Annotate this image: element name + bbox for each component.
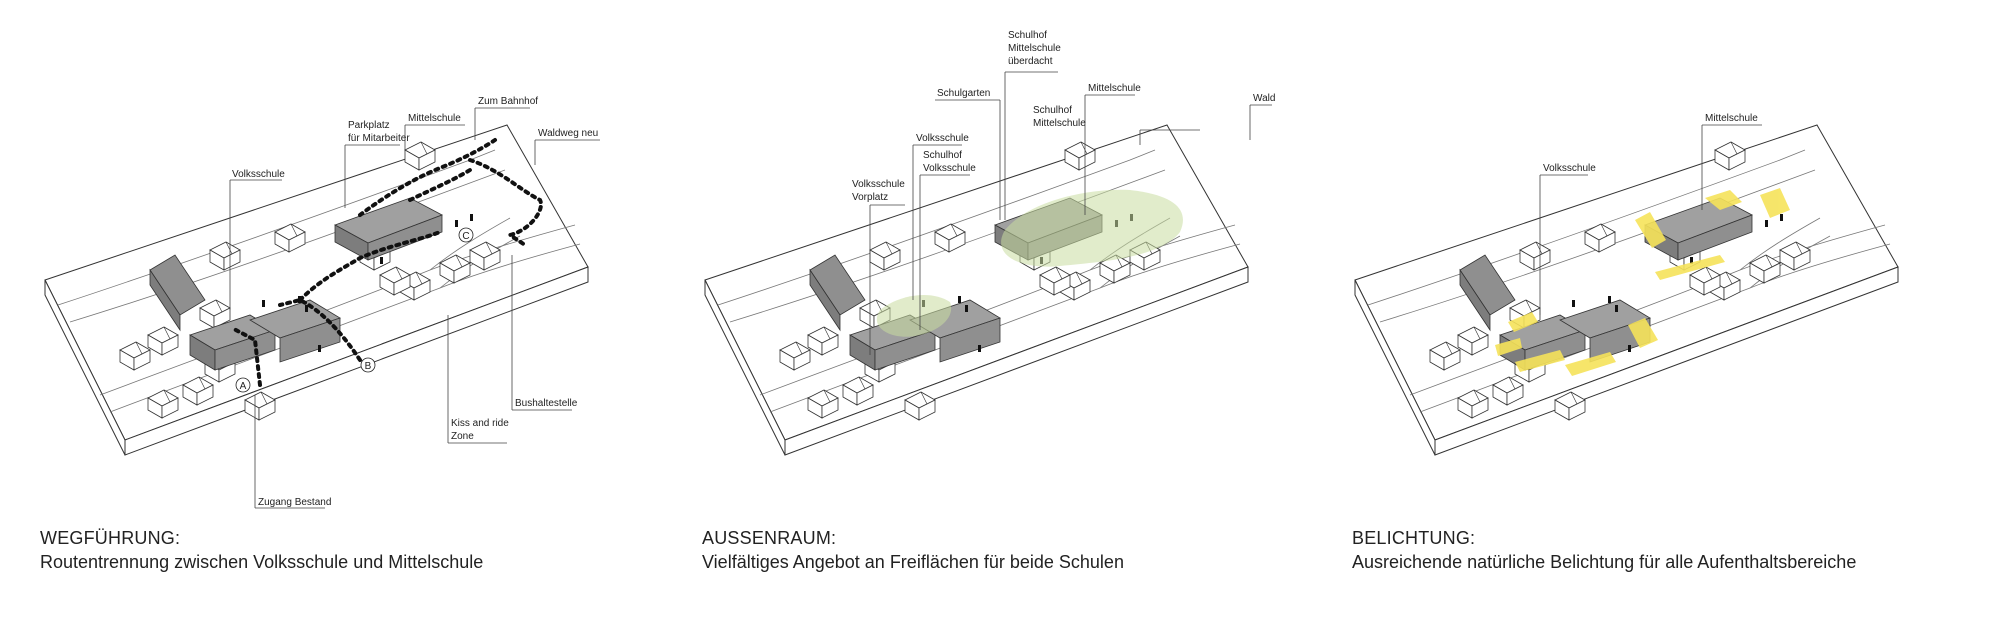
site-model-3	[1355, 125, 1898, 455]
label-parkplatz-1: Parkplatz	[348, 120, 390, 131]
label-volksschule: Volksschule	[916, 133, 969, 144]
caption-heading-aussenraum: AUSSENRAUM:	[702, 528, 837, 548]
label-volksschule: Volksschule	[232, 169, 285, 180]
caption-subtitle-aussenraum: Vielfältiges Angebot an Freiflächen für …	[702, 552, 1124, 572]
marker-b: B	[365, 361, 372, 372]
caption-subtitle-belichtung: Ausreichende natürliche Belichtung für a…	[1352, 552, 1857, 572]
label-volksschule: Volksschule	[1543, 163, 1596, 174]
label-vs-vorplatz-2: Vorplatz	[852, 192, 888, 203]
label-schulgarten: Schulgarten	[937, 88, 990, 99]
label-schulhof-ms-2: Mittelschule	[1008, 43, 1061, 54]
label-mittelschule: Mittelschule	[1705, 113, 1758, 124]
caption-heading-wegfuehrung: WEGFÜHRUNG:	[40, 528, 181, 548]
daylight-zones	[1495, 188, 1790, 376]
label-parkplatz-2: für Mitarbeiter	[348, 133, 410, 144]
label-bushaltestelle: Bushaltestelle	[515, 398, 578, 409]
label-schulhof-m-1: Schulhof	[1033, 105, 1072, 116]
leader-lines-3	[1539, 124, 1762, 315]
route-paths	[230, 138, 543, 387]
leader-lines-2	[869, 71, 1272, 355]
site-model-1	[45, 125, 588, 455]
green-spaces-overlay	[876, 189, 1183, 337]
site-model-2	[705, 125, 1248, 455]
leader-lines-1	[229, 107, 600, 509]
label-wald: Wald	[1253, 93, 1275, 104]
label-schulhof-vs-1: Schulhof	[923, 150, 962, 161]
label-waldweg-neu: Waldweg neu	[538, 128, 598, 139]
marker-a: A	[240, 381, 247, 392]
label-zugang-bestand: Zugang Bestand	[258, 497, 331, 508]
label-vs-vorplatz-1: Volksschule	[852, 179, 905, 190]
panel-aussenraum: Schulhof Mittelschule überdacht Schulgar…	[705, 30, 1275, 455]
label-schulhof-vs-2: Volksschule	[923, 163, 976, 174]
label-zum-bahnhof: Zum Bahnhof	[478, 96, 538, 107]
label-mittelschule: Mittelschule	[1088, 83, 1141, 94]
label-schulhof-ms-3: überdacht	[1008, 56, 1053, 67]
caption-heading-belichtung: BELICHTUNG:	[1352, 528, 1476, 548]
marker-c: C	[462, 231, 469, 242]
panel-wegfuehrung: A B C Volksschule Parkplatz für Mitarbei…	[45, 96, 600, 509]
label-schulhof-m-2: Mittelschule	[1033, 118, 1086, 129]
caption-subtitle-wegfuehrung: Routentrennung zwischen Volksschule und …	[40, 552, 484, 572]
label-schulhof-ms-1: Schulhof	[1008, 30, 1047, 41]
label-mittelschule: Mittelschule	[408, 113, 461, 124]
panel-belichtung: Volksschule Mittelschule	[1355, 113, 1898, 455]
label-kiss-zone: Zone	[451, 431, 474, 442]
label-kiss-and-ride: Kiss and ride	[451, 418, 509, 429]
